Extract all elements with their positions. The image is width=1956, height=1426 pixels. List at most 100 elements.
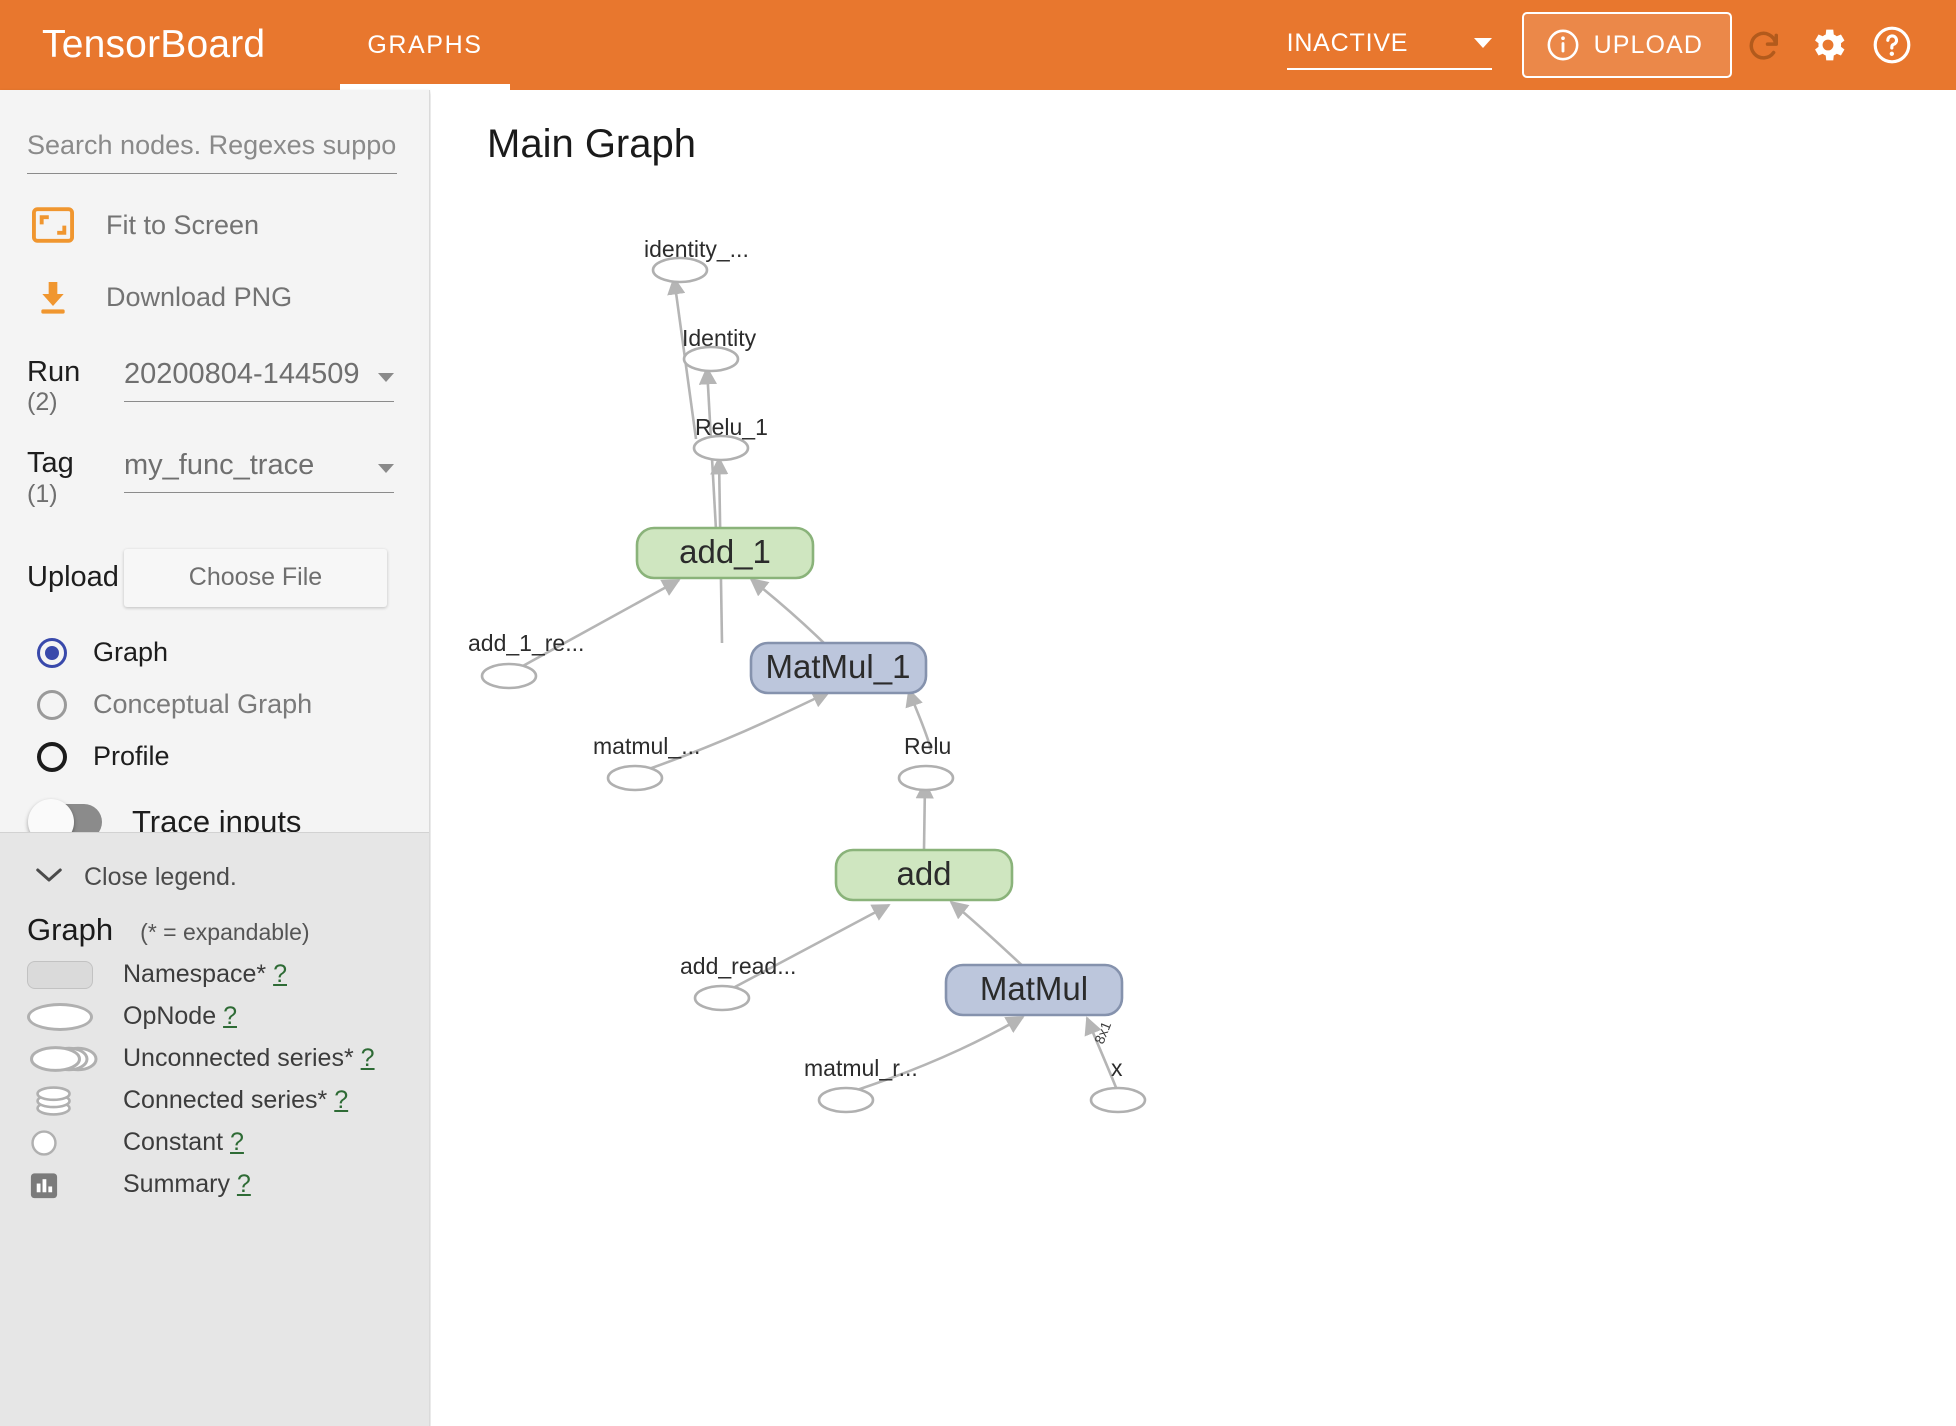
node-add-1[interactable]: add_1 — [635, 526, 815, 580]
node-relu[interactable]: Relu — [897, 733, 955, 792]
chevron-down-icon — [1473, 38, 1492, 48]
graph-svg: identity_... Identity Relu_1 add_1 add_1… — [468, 236, 1147, 1114]
namespace-icon — [27, 960, 123, 989]
run-status-label: INACTIVE — [1286, 28, 1409, 57]
choose-file-label: Choose File — [188, 563, 323, 592]
node-add-1-read[interactable]: add_1_re... — [468, 630, 584, 690]
search-input[interactable] — [27, 130, 397, 174]
graph-type-radio-group: Graph Conceptual Graph Profile — [0, 627, 429, 783]
fit-to-screen-button[interactable]: Fit to Screen — [27, 196, 429, 254]
help-button[interactable] — [1860, 13, 1924, 77]
chevron-down-icon — [34, 865, 64, 890]
opnode-icon — [27, 1002, 123, 1031]
node-matmul-read[interactable]: matmul_r... — [804, 1055, 918, 1114]
tag-count: (1) — [27, 479, 58, 508]
node-identity[interactable]: Identity — [682, 325, 757, 373]
close-legend-button[interactable]: Close legend. — [34, 863, 429, 892]
graph-nodes: identity_... Identity Relu_1 add_1 add_1… — [468, 236, 1147, 1114]
run-select[interactable]: 20200804-144509 — [124, 356, 394, 402]
chevron-down-icon — [378, 373, 394, 382]
edge-labels: 8x1 — [1091, 1019, 1114, 1046]
download-icon — [27, 277, 79, 317]
radio-conceptual-graph-icon — [37, 689, 67, 720]
radio-profile-icon — [37, 741, 67, 772]
node-matmul-1[interactable]: MatMul_1 — [749, 641, 928, 695]
graph-canvas[interactable]: Main Graph identity_... — [431, 90, 1956, 1426]
radio-graph[interactable]: Graph — [37, 627, 429, 679]
node-relu-1[interactable]: Relu_1 — [692, 414, 768, 462]
legend-hint: (* = expandable) — [140, 919, 310, 945]
constant-icon — [27, 1128, 123, 1158]
legend-item-namespace: Namespace* ? — [27, 959, 429, 990]
help-icon — [1873, 26, 1911, 64]
node-add[interactable]: add — [834, 848, 1014, 902]
radio-conceptual-graph[interactable]: Conceptual Graph — [37, 679, 429, 731]
top-bar-actions: INACTIVE UPLOAD — [1286, 12, 1956, 78]
choose-file-button[interactable]: Choose File — [124, 548, 387, 607]
help-link-connected-series[interactable]: ? — [334, 1086, 349, 1114]
download-png-button[interactable]: Download PNG — [27, 268, 429, 326]
reload-icon — [1749, 31, 1778, 60]
sidebar: Fit to Screen Download PNG Run (2) 20200… — [0, 90, 430, 1426]
edge-label-x-matmul: 8x1 — [1091, 1019, 1114, 1046]
radio-graph-label: Graph — [93, 637, 169, 668]
node-label-add-1-read: add_1_re... — [468, 630, 584, 656]
upload-button[interactable]: UPLOAD — [1521, 12, 1732, 78]
legend-item-unconnected-series: Unconnected series* ? — [27, 1043, 429, 1074]
settings-button[interactable] — [1796, 13, 1860, 77]
legend-title-row: Graph (* = expandable) — [27, 912, 429, 948]
radio-conceptual-graph-label: Conceptual Graph — [93, 689, 313, 720]
node-label-relu: Relu — [904, 733, 951, 759]
legend-label-unconnected-series: Unconnected series* — [123, 1044, 354, 1072]
legend-label-summary: Summary — [123, 1170, 230, 1198]
upload-button-label: UPLOAD — [1593, 30, 1703, 59]
help-link-constant[interactable]: ? — [230, 1128, 244, 1156]
legend-label-constant: Constant — [123, 1128, 224, 1156]
radio-profile[interactable]: Profile — [37, 731, 429, 783]
tag-label: Tag — [27, 447, 74, 480]
node-matmul[interactable]: MatMul — [944, 963, 1124, 1017]
help-link-namespace[interactable]: ? — [273, 960, 287, 988]
upload-row: Upload Choose File — [27, 548, 429, 607]
tag-selector-row: Tag (1) my_func_trace — [27, 447, 429, 508]
node-x[interactable]: x — [1089, 1055, 1147, 1114]
download-png-label: Download PNG — [106, 281, 293, 312]
connected-series-icon — [27, 1085, 123, 1117]
run-status-dropdown[interactable]: INACTIVE — [1286, 28, 1492, 70]
help-link-summary[interactable]: ? — [236, 1170, 251, 1198]
node-label-matmul-1: MatMul_1 — [766, 648, 911, 685]
node-add-read[interactable]: add_read... — [680, 953, 796, 1012]
app-brand: TensorBoard — [42, 23, 266, 66]
legend-item-constant: Constant ? — [27, 1127, 429, 1158]
help-link-unconnected-series[interactable]: ? — [360, 1044, 375, 1072]
tag-select[interactable]: my_func_trace — [124, 447, 394, 494]
run-value: 20200804-144509 — [124, 358, 360, 390]
nav-tabs: GRAPHS — [340, 0, 510, 90]
upload-label: Upload — [27, 561, 119, 594]
node-identity-1[interactable]: identity_... — [644, 236, 749, 284]
node-label-add: add — [896, 855, 951, 892]
node-label-add-1: add_1 — [679, 533, 771, 570]
radio-profile-label: Profile — [93, 741, 170, 772]
legend-item-summary: Summary ? — [27, 1169, 429, 1200]
run-label: Run — [27, 356, 81, 388]
info-icon — [1546, 28, 1580, 62]
fit-screen-icon — [27, 207, 79, 243]
node-label-matmul-read-1: matmul_... — [593, 733, 700, 759]
close-legend-label: Close legend. — [84, 863, 237, 891]
reload-button[interactable] — [1732, 13, 1796, 77]
node-label-x: x — [1111, 1055, 1123, 1081]
node-label-add-read: add_read... — [680, 953, 796, 979]
chevron-down-icon — [378, 464, 394, 474]
legend-item-opnode: OpNode ? — [27, 1001, 429, 1032]
tab-graphs-label: GRAPHS — [367, 30, 483, 59]
legend-label-connected-series: Connected series* — [123, 1086, 328, 1114]
tab-graphs[interactable]: GRAPHS — [340, 0, 510, 90]
search-field-wrap — [27, 130, 397, 174]
node-matmul-read-1[interactable]: matmul_... — [593, 733, 700, 792]
unconnected-series-icon — [27, 1044, 123, 1074]
node-label-matmul: MatMul — [980, 970, 1088, 1007]
run-selector-row: Run (2) 20200804-144509 — [27, 356, 429, 417]
help-link-opnode[interactable]: ? — [223, 1002, 237, 1030]
fit-to-screen-label: Fit to Screen — [106, 209, 260, 240]
